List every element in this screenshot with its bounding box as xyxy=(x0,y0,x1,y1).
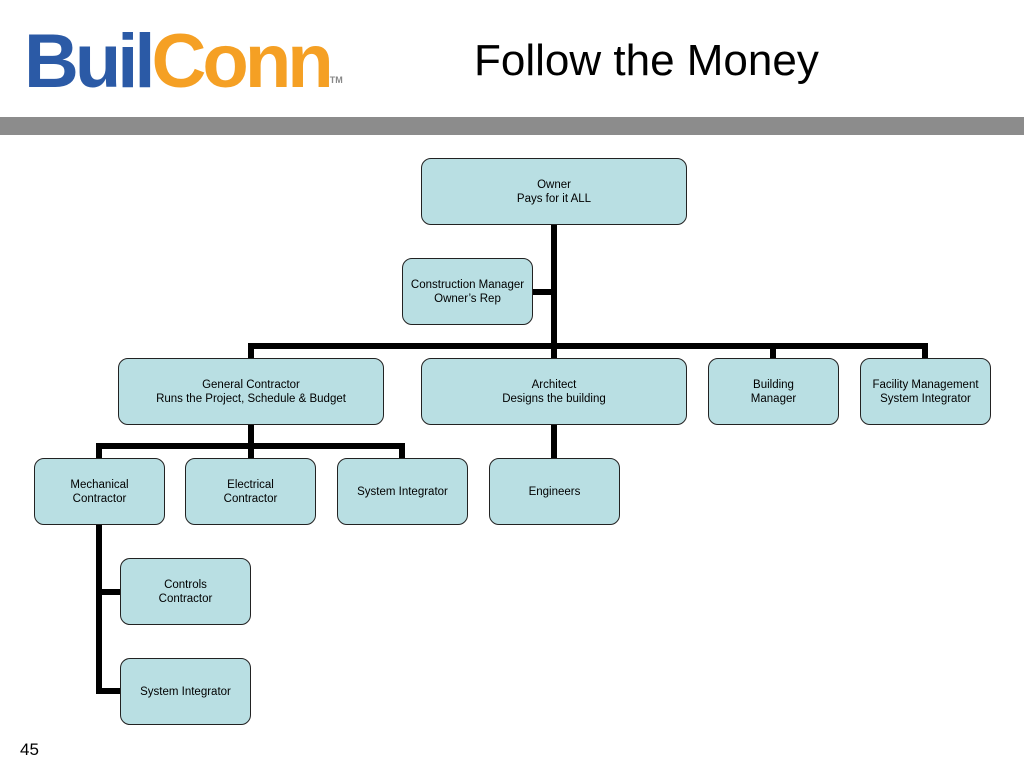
node-mech-system-integrator: System Integrator xyxy=(120,658,251,725)
node-architect: Architect Designs the building xyxy=(421,358,687,425)
logo-text-buil: Buil xyxy=(24,19,156,104)
node-gc-system-integrator-label: System Integrator xyxy=(357,485,448,498)
node-owner: Owner Pays for it ALL xyxy=(421,158,687,225)
node-building-manager-line1: Building xyxy=(753,378,794,391)
node-electrical-contractor-line1: Electrical xyxy=(227,478,274,491)
node-mech-system-integrator-label: System Integrator xyxy=(140,685,231,698)
node-general-contractor-title: General Contractor xyxy=(202,378,300,391)
node-mechanical-contractor-line1: Mechanical xyxy=(70,478,129,491)
logo-text-conn: Conn xyxy=(151,19,334,104)
node-mechanical-contractor: Mechanical Contractor xyxy=(34,458,165,525)
node-construction-manager-subtitle: Owner’s Rep xyxy=(434,292,501,305)
page-number: 45 xyxy=(20,740,39,759)
logo-trademark: TM xyxy=(329,75,343,85)
node-general-contractor-subtitle: Runs the Project, Schedule & Budget xyxy=(156,392,346,405)
node-owner-subtitle: Pays for it ALL xyxy=(516,192,592,205)
node-controls-contractor-line1: Controls xyxy=(164,578,207,591)
node-controls-contractor: Controls Contractor xyxy=(120,558,251,625)
node-owner-title: Owner xyxy=(537,178,571,191)
node-construction-manager: Construction Manager Owner’s Rep xyxy=(402,258,533,325)
node-mechanical-contractor-line2: Contractor xyxy=(72,492,127,505)
node-building-manager-line2: Manager xyxy=(750,392,797,405)
node-engineers-label: Engineers xyxy=(528,485,581,498)
node-controls-contractor-line2: Contractor xyxy=(158,592,213,605)
node-building-manager: Building Manager xyxy=(708,358,839,425)
node-general-contractor: General Contractor Runs the Project, Sch… xyxy=(118,358,384,425)
node-electrical-contractor: Electrical Contractor xyxy=(185,458,316,525)
node-facility-management: Facility Management System Integrator xyxy=(860,358,991,425)
node-facility-management-line1: Facility Management xyxy=(872,378,979,391)
logo: BuilConnTM xyxy=(24,22,343,102)
divider-bar xyxy=(0,117,1024,135)
node-engineers: Engineers xyxy=(489,458,620,525)
node-gc-system-integrator: System Integrator xyxy=(337,458,468,525)
node-architect-title: Architect xyxy=(531,378,577,391)
node-electrical-contractor-line2: Contractor xyxy=(223,492,278,505)
node-facility-management-line2: System Integrator xyxy=(880,392,971,405)
node-construction-manager-title: Construction Manager xyxy=(410,278,525,291)
page-title: Follow the Money xyxy=(474,36,819,85)
node-architect-subtitle: Designs the building xyxy=(502,392,606,405)
